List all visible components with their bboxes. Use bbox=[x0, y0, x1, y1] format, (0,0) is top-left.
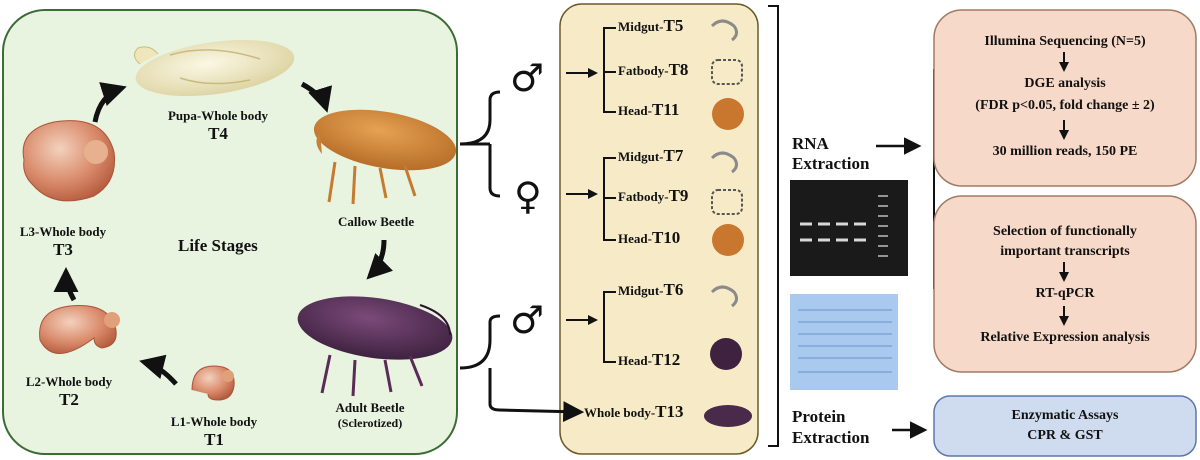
qpcr-step-selection: Selection of functionally important tran… bbox=[993, 224, 1137, 259]
pupa-code: T4 bbox=[208, 124, 228, 143]
l1-larva-image bbox=[191, 365, 235, 401]
life-stages-title: Life Stages bbox=[178, 236, 258, 255]
rna-extraction-label: RNA Extraction bbox=[792, 134, 870, 173]
qpcr-step-relative: Relative Expression analysis bbox=[980, 330, 1150, 345]
protein-gel-image bbox=[790, 294, 898, 390]
bracket-protein bbox=[768, 270, 779, 447]
arrow-l1-to-l2 bbox=[139, 354, 178, 386]
male-symbol-adult: ♂ bbox=[510, 298, 545, 342]
tissue-thumbnails bbox=[704, 19, 752, 427]
sequencing-box bbox=[933, 9, 1197, 187]
brace-callow bbox=[459, 90, 501, 198]
callow-beetle-label: Callow Beetle bbox=[338, 214, 415, 229]
callow-beetle-image bbox=[313, 109, 457, 205]
l1-label: L1-Whole body T1 bbox=[158, 414, 270, 450]
l2-label: L2-Whole body T2 bbox=[14, 374, 124, 410]
brace-adult bbox=[459, 314, 501, 412]
l2-larva-image bbox=[39, 305, 120, 354]
rna-gel-image bbox=[790, 180, 908, 276]
enzyme-box bbox=[933, 395, 1197, 457]
seq-step-illumina: Illumina Sequencing (N=5) bbox=[984, 34, 1146, 49]
bracket-rna bbox=[768, 5, 779, 270]
female-symbol-callow: ♀ bbox=[514, 174, 542, 218]
enzyme-assays-label: Enzymatic Assays CPR & GST bbox=[1011, 408, 1119, 443]
pupa-label: Pupa-Whole body T4 bbox=[158, 108, 278, 144]
tissue-whole-body-t13: Whole body-T13 bbox=[584, 402, 684, 421]
protein-extraction-label: Protein Extraction bbox=[792, 407, 870, 447]
l3-name: L3-Whole body bbox=[19, 224, 107, 239]
tissue-head-t12: Head-T12 bbox=[618, 350, 681, 369]
l1-code: T1 bbox=[204, 430, 224, 449]
qpcr-step-rtqpcr: RT-qPCR bbox=[1035, 286, 1095, 301]
l3-code: T3 bbox=[53, 240, 73, 259]
adult-beetle-sub: (Sclerotized) bbox=[337, 416, 403, 430]
tissue-midgut-t6: Midgut-T6 bbox=[618, 280, 684, 299]
arrow-l3-to-pupa bbox=[92, 82, 127, 123]
seq-step-reads: 30 million reads, 150 PE bbox=[992, 144, 1138, 159]
pupa-image bbox=[134, 39, 295, 97]
pupa-name: Pupa-Whole body bbox=[167, 108, 269, 123]
adult-beetle-label: Adult Beetle (Sclerotized) bbox=[318, 400, 422, 431]
arrow-pupa-to-callow bbox=[300, 81, 333, 113]
qpcr-box bbox=[933, 195, 1197, 373]
tissue-head-t10: Head-T10 bbox=[618, 228, 681, 247]
tissue-fatbody-t8: Fatbody-T8 bbox=[618, 60, 689, 79]
adult-beetle-image bbox=[297, 296, 453, 397]
l1-name: L1-Whole body bbox=[170, 414, 258, 429]
l2-name: L2-Whole body bbox=[25, 374, 113, 389]
l3-larva-image bbox=[22, 120, 116, 202]
tissue-midgut-t5: Midgut-T5 bbox=[618, 16, 684, 35]
tissue-fatbody-t9: Fatbody-T9 bbox=[618, 186, 689, 205]
adult-beetle-name: Adult Beetle bbox=[335, 400, 405, 415]
arrow-callow-to-adult bbox=[366, 239, 393, 280]
tissue-panel bbox=[559, 3, 759, 455]
tissue-midgut-t7: Midgut-T7 bbox=[618, 146, 684, 165]
arrow-l2-to-l3 bbox=[53, 267, 79, 302]
seq-step-dge: DGE analysis bbox=[1024, 76, 1106, 91]
l3-label: L3-Whole body T3 bbox=[8, 224, 118, 260]
male-symbol-callow: ♂ bbox=[510, 56, 545, 100]
tissue-head-t11: Head-T11 bbox=[618, 100, 680, 119]
l2-code: T2 bbox=[59, 390, 79, 409]
seq-step-fdr: (FDR p<0.05, fold change ± 2) bbox=[975, 98, 1155, 113]
